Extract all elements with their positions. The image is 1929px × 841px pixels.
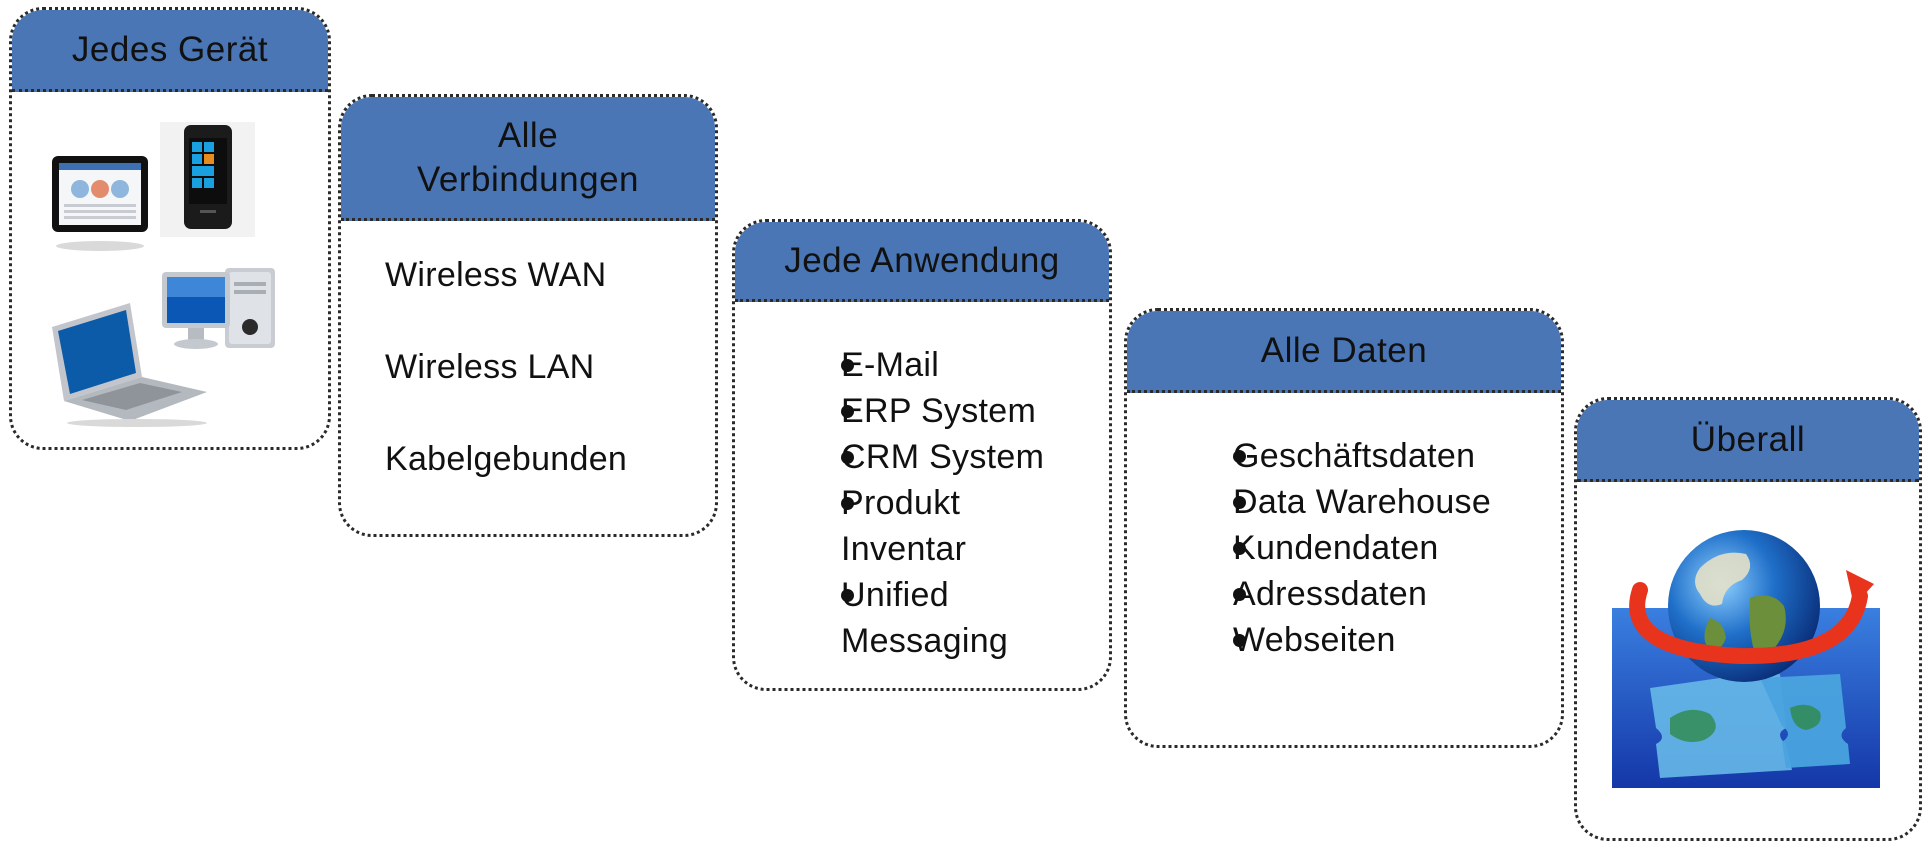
card-connections: Alle Verbindungen Wireless WAN Wireless … <box>338 94 718 537</box>
list-item: Geschäftsdaten <box>1233 433 1541 479</box>
smartphone-icon <box>160 122 255 237</box>
globe-puzzle-icon <box>1612 530 1880 788</box>
list-item: Kabelgebunden <box>385 440 628 478</box>
list-item: Data Warehouse <box>1233 479 1541 525</box>
card-connections-title-line1: Alle <box>497 115 559 155</box>
list-item: Wireless LAN <box>385 348 595 386</box>
card-devices-header: Jedes Gerät <box>12 10 328 92</box>
card-everywhere: Überall <box>1574 397 1922 841</box>
laptop-icon <box>52 303 207 427</box>
applications-list: E-Mail ERP System CRM System Produkt Inv… <box>735 302 1109 664</box>
list-item: CRM System <box>841 434 1089 480</box>
card-applications-title: Jede Anwendung <box>784 240 1060 280</box>
list-item: Webseiten <box>1233 617 1541 663</box>
card-connections-header: Alle Verbindungen <box>341 97 715 221</box>
devices-illustration <box>12 92 328 432</box>
card-data-header: Alle Daten <box>1127 311 1561 393</box>
card-data-title: Alle Daten <box>1260 330 1428 370</box>
desktop-computer-icon <box>162 268 275 349</box>
data-list: Geschäftsdaten Data Warehouse Kundendate… <box>1127 393 1561 663</box>
tablet-icon <box>52 156 148 251</box>
card-devices-title: Jedes Gerät <box>71 29 269 69</box>
list-item: ERP System <box>841 388 1089 434</box>
card-connections-title-line2: Verbindungen <box>416 159 640 199</box>
connections-list: Wireless WAN Wireless LAN Kabelgebunden <box>341 221 715 479</box>
card-applications-header: Jede Anwendung <box>735 222 1109 302</box>
card-applications: Jede Anwendung E-Mail ERP System CRM Sys… <box>732 219 1112 691</box>
card-everywhere-header: Überall <box>1577 400 1919 482</box>
card-everywhere-title: Überall <box>1690 419 1806 459</box>
list-item: Produkt Inventar <box>841 480 991 572</box>
list-item: Adressdaten <box>1233 571 1541 617</box>
list-item: Unified Messaging <box>841 572 1031 664</box>
card-data: Alle Daten Geschäftsdaten Data Warehouse… <box>1124 308 1564 748</box>
card-devices: Jedes Gerät <box>9 7 331 450</box>
list-item: Kundendaten <box>1233 525 1541 571</box>
list-item: Wireless WAN <box>385 256 607 294</box>
list-item: E-Mail <box>841 342 1089 388</box>
